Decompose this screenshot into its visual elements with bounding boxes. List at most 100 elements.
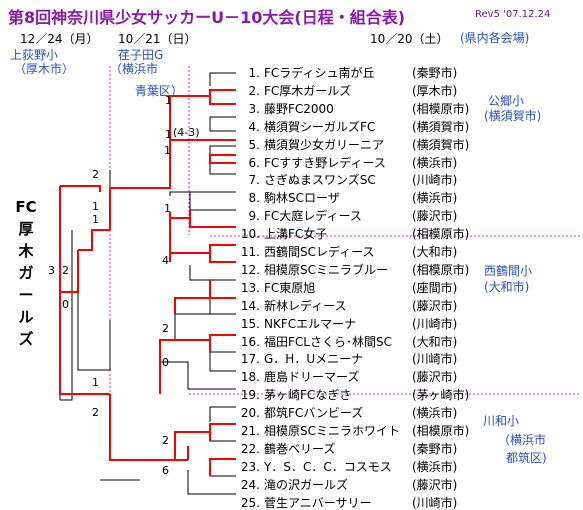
team-name: 横須賀シーガルズFC [264,119,376,134]
team-number: 7. [248,173,260,188]
team-city: (茅ヶ崎市) [412,388,470,403]
team-row: 13. FC東原旭 (座間市) [240,281,457,295]
team-row: 6.FCすすき野レディース(横浜市) [240,155,458,170]
team-number: 17. [240,352,260,367]
team-row: 21.相模原SCミニラホワイト(相模原市) [240,424,469,438]
team-row: 9. FC大庭レディース (藤沢市) [240,209,458,224]
team-row: 24. 滝の沢ガールズ (藤沢市) [240,478,457,492]
team-name: G．H．Uメニーナ [264,352,364,367]
team-city: (秦野市) [412,441,458,456]
team-number: 15. [240,316,260,331]
team-number: 11. [240,245,260,259]
venue-kogo-line1: 公郷小 [488,94,525,108]
score-r2-mid-lower: 4 [162,254,169,267]
team-row: 12.相模原SCミニラブルー(相模原市) [240,263,469,277]
team-name: 菅生アニバーサリー [264,495,372,510]
venue-kogo-line2: (横須賀市) [484,109,542,123]
team-name: 茅ヶ崎FCなぎさ [264,388,352,403]
team-row: 20.都筑FCバンビーズ(横浜市) [240,406,457,420]
team-name: 滝の沢ガールズ [264,477,349,492]
team-city: (横須賀市) [412,137,470,152]
team-name: 上溝FC女子 [264,227,328,242]
team-number: 10. [240,227,260,242]
team-name: 西鶴間SCレディース [264,245,375,259]
team-row: 22.鶴巻ベリーズ(秦野市) [240,442,457,456]
score-r1-12: 1 [165,94,172,107]
team-name: 駒林SCローザ [264,191,340,206]
team-row: 5. 横須賀少女ガリーニア (横須賀市) [240,137,470,152]
score-sf-upper: 3 [48,264,55,277]
venue-kawawa-line3: 都筑区) [506,451,547,465]
team-row: 10.上溝FC女子(相模原市) [240,227,469,241]
team-name: 相模原SCミニラブルー [264,262,388,277]
date-final: 12／24（月） [20,32,99,46]
venue-final-line1: 上荻野小 [10,48,59,62]
score-r2-b-upper: 2 [162,434,169,447]
team-number: 24. [240,477,260,492]
team-name: 横須賀少女ガリーニア [264,137,385,152]
venue-semi-line1: 荏子田G [118,48,164,62]
venue-first-round: (県内各会場) [460,31,530,45]
team-row: 23. Y．S．C．C．コスモス (横浜市) [240,460,457,474]
team-name: FCすすき野レディース [264,155,386,170]
team-row: 8.駒林SCローザ(横浜市) [240,191,458,206]
team-city: (藤沢市) [412,477,458,492]
team-city: (横浜市) [412,406,458,421]
team-city: (横浜市) [412,459,458,474]
team-city: (相模原市) [412,262,470,277]
score-qf-bot-lower: 2 [92,406,99,419]
team-name: FC厚木ガールズ [264,83,352,98]
score-qf-bot-upper: 1 [92,376,99,389]
team-name: さぎぬまスワンズSC [264,173,376,188]
score-qf-top-lower: 1 [92,200,99,213]
score-r2-a-upper: 2 [162,322,169,335]
team-row: 7. さぎぬまスワンズSC (川崎市) [240,173,458,188]
venue-nishitsuruma-line2: (大和市) [484,280,530,294]
page-title: 第8回神奈川県少女サッカーU－10大会(日程・組合表) [8,8,406,27]
team-city: (厚木市) [412,83,458,98]
score-sf-lower: 0 [62,298,69,311]
team-city: (藤沢市) [412,209,458,224]
team-number: 20. [240,406,260,421]
team-city: (藤沢市) [412,298,458,313]
team-number: 5. [248,137,260,152]
team-number: 21. [240,424,260,438]
team-name: 福田FCLさくら･林間SC [264,334,392,349]
team-name: 藤野FC2000 [264,101,334,116]
team-name: Y．S．C．C．コスモス [264,459,392,474]
team-number: 8. [248,191,260,206]
team-row: 25.菅生アニバーサリー(川崎市) [240,496,457,510]
team-number: 19. [240,388,260,403]
team-city: (大和市) [412,245,458,259]
team-name: FCラディシュ南が丘 [264,66,375,80]
team-city: (川崎市) [412,316,458,331]
team-number: 13. [240,280,260,295]
team-city: (座間市) [412,280,458,295]
team-name: NKFCエルマーナ [264,316,357,331]
team-row: 14.新林レディース(藤沢市) [240,299,457,313]
score-r1-56: 1 [164,144,171,157]
team-city: (横浜市) [412,155,458,170]
score-sf-upper2: 2 [62,264,69,277]
venue-final-line2: （厚木市） [14,62,75,76]
team-city: (相模原市) [412,424,470,438]
venue-semi-line2: （横浜市 [110,62,159,76]
team-city: (横須賀市) [412,119,470,134]
score-r1-pk: (4-3) [173,126,200,139]
score-r2-b-lower: 6 [162,464,169,477]
team-number: 23. [240,459,260,474]
team-name: FC大庭レディース [264,209,362,224]
team-city: (川崎市) [412,173,458,188]
team-row: 19. 茅ヶ崎FCなぎさ (茅ヶ崎市) [240,388,469,402]
team-number: 25. [240,495,260,510]
team-row: 15. NKFCエルマーナ (川崎市) [240,317,457,331]
team-number: 2. [248,83,260,98]
score-r1-34: 1 [165,128,172,141]
score-r2-mid-upper: 1 [164,202,171,215]
team-name: FC東原旭 [264,280,316,295]
team-number: 9. [248,209,260,224]
team-row: 2. FC厚木ガールズ (厚木市) [240,83,458,98]
team-number: 18. [240,370,260,385]
team-number: 4. [248,119,260,134]
